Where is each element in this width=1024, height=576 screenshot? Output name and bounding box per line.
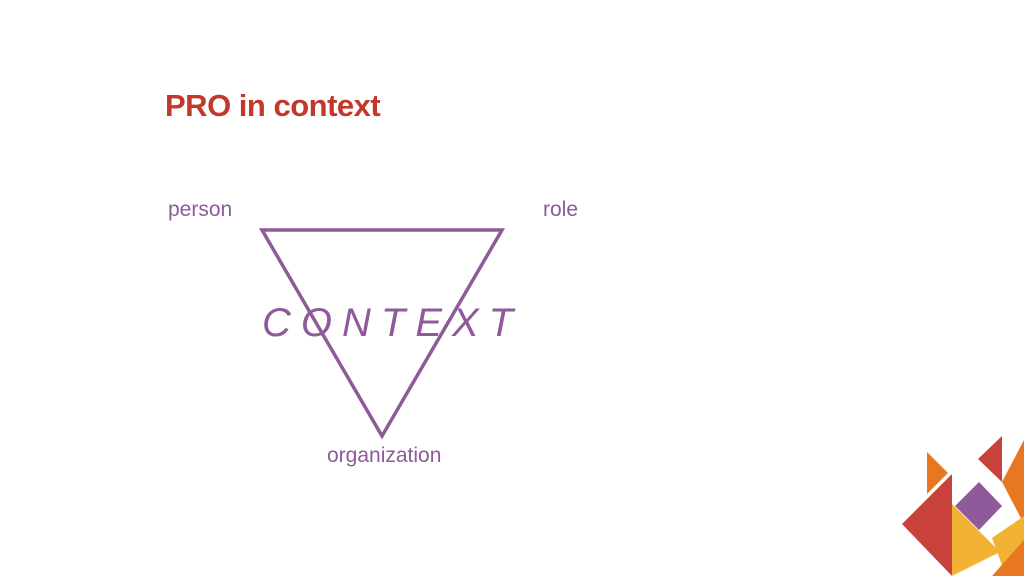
context-center-word: CONTEXT — [262, 301, 524, 345]
logo-orange-right-triangle — [1002, 440, 1024, 524]
slide-title: PRO in context — [165, 88, 381, 123]
logo-orange-bottom-triangle — [992, 540, 1024, 576]
context-triangle — [258, 228, 506, 440]
logo-red-small-triangle — [978, 436, 1002, 482]
logo-orange-small-triangle — [927, 452, 948, 494]
logo-red-large-triangle — [902, 474, 952, 576]
role-label: role — [543, 198, 579, 221]
logo-purple-diamond — [955, 482, 1002, 530]
organization-label: organization — [327, 444, 442, 467]
person-label: person — [168, 198, 233, 221]
logo-yellow-center-triangle — [952, 504, 1000, 576]
tangram-logo — [902, 436, 1024, 576]
